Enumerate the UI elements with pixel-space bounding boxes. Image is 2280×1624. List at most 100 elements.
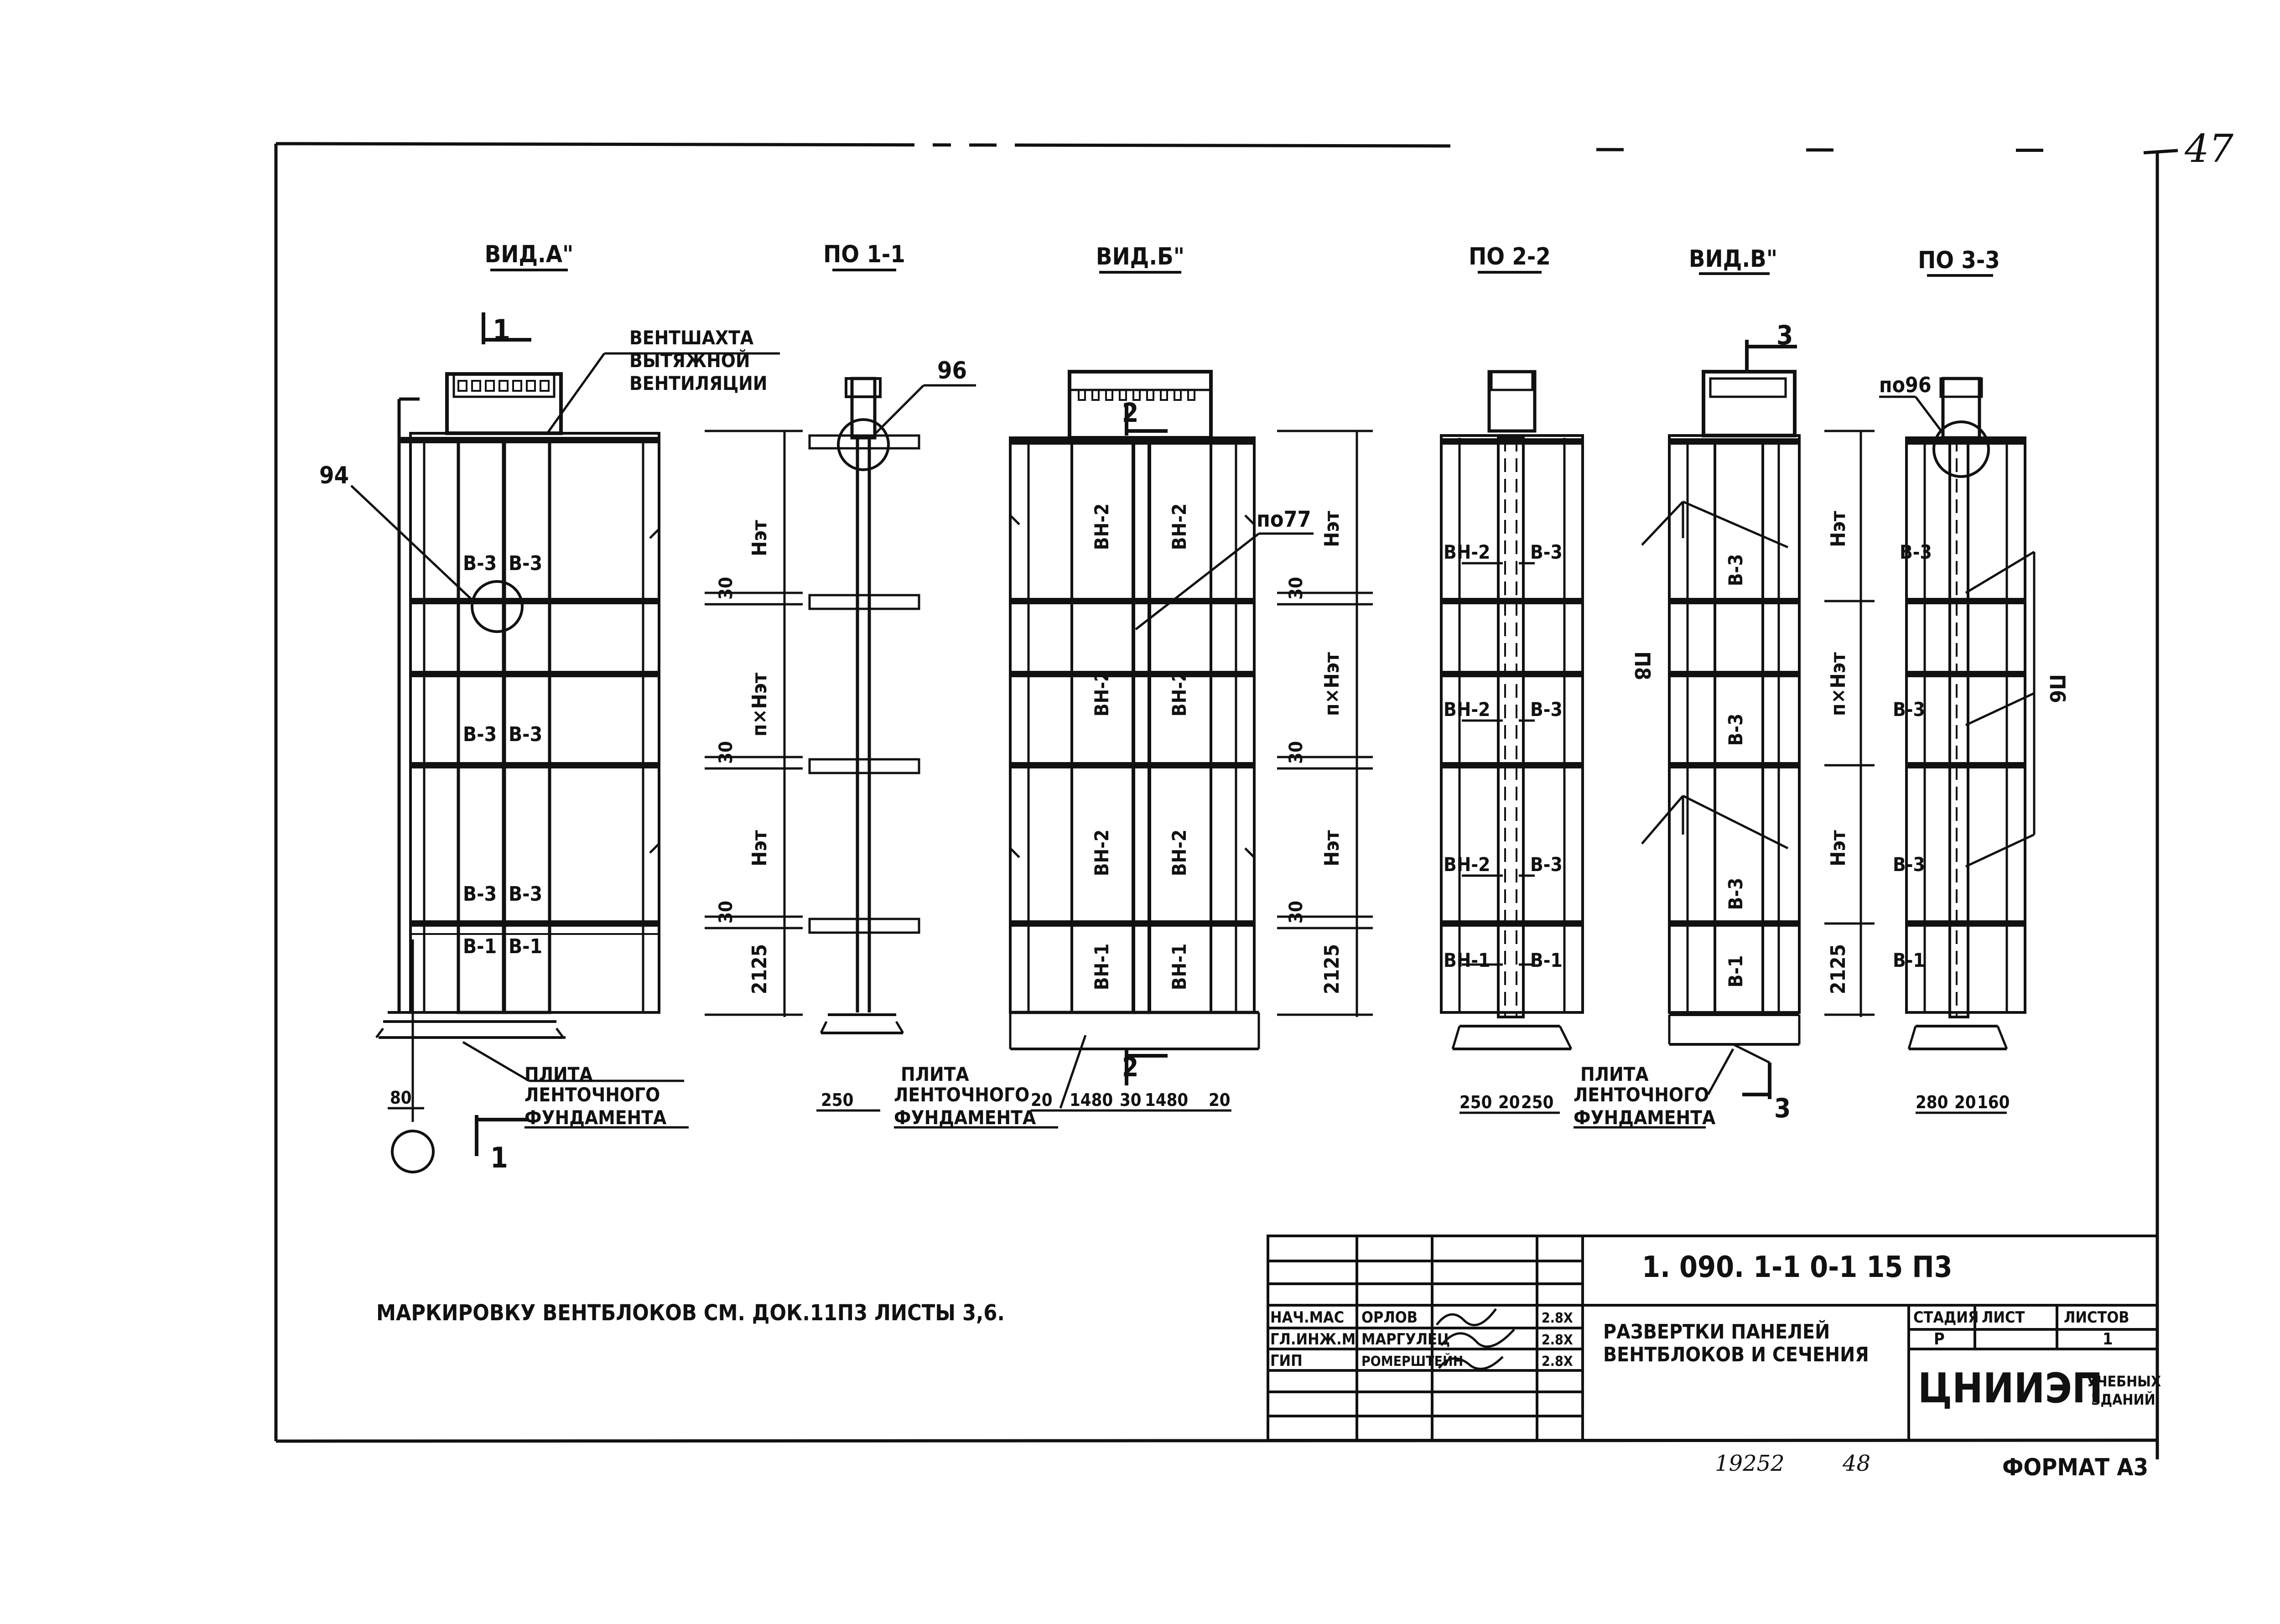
label-p6: П6 [2045, 674, 2070, 703]
label-shaft-2: ВЫТЯЖНОЙ [629, 349, 750, 372]
section-2-2 [1440, 370, 1584, 1114]
va-label-6: В-3 [509, 882, 542, 906]
label-foundation-c-3: ФУНДАМЕНТА [1574, 1106, 1716, 1129]
vb-label-2: ВН-2 [1168, 503, 1190, 550]
sheet-title-1: РАЗВЕРТКИ ПАНЕЛЕЙ [1603, 1319, 1830, 1344]
footer-format: ФОРМАТ А3 [2002, 1454, 2148, 1481]
s2-label-5: ВН-2 [1444, 853, 1490, 876]
section-mark-2: 2 [1122, 397, 1138, 428]
label-foundation-b-2: ЛЕНТОЧНОГО [894, 1084, 1029, 1106]
view-v: 3 3 Нэт п×Нэт [1641, 320, 1875, 1124]
title-view-a: ВИД.А" [485, 241, 574, 268]
va-label-3: В-3 [463, 723, 497, 746]
dim-250-1: 250 [821, 1090, 853, 1110]
section-mark-2-bottom: 2 [1122, 1052, 1138, 1083]
vv-label-2: В-3 [1724, 714, 1747, 746]
s3-label-3: В-3 [1893, 853, 1925, 876]
dim-30-1: 30 [716, 577, 737, 600]
date-3: 2.8Х [1542, 1354, 1573, 1370]
vb-label-5: ВН-2 [1091, 830, 1113, 876]
section-1-1: Нэт п×Нэт Нэт 2125 30 30 30 96 250 [705, 357, 976, 1112]
dim-s2-2: 20 [1498, 1092, 1520, 1112]
va-label-1: В-3 [463, 552, 497, 575]
vb-label-3: ВН-2 [1091, 670, 1113, 716]
dim-h-5: Нэт [1827, 511, 1850, 547]
name-3: РОМЕРШТЕЙН [1361, 1353, 1463, 1370]
section-3-3: по96 [1879, 373, 2036, 1114]
page-number: 47 [2184, 126, 2233, 171]
view-b-labels: ВН-2 ВН-2 ВН-2 ВН-2 ВН-2 ВН-2 ВН-1 ВН-1 [1091, 503, 1190, 990]
section-3-labels: В-3 В-3 В-3 В-1 [1893, 541, 1932, 971]
vv-label-1: В-3 [1724, 554, 1747, 586]
date-2: 2.8Х [1542, 1332, 1573, 1348]
label-foundation-c-1: ПЛИТА [1580, 1063, 1649, 1085]
frame-top [275, 142, 1451, 148]
dim-30-6: 30 [1286, 901, 1307, 924]
doc-code: 1. 090. 1-1 0-1 15 П3 [1642, 1250, 1953, 1284]
s2-label-7: ВН-1 [1444, 949, 1490, 971]
callout-96: 96 [937, 357, 967, 384]
role-2: ГЛ.ИНЖ.М [1270, 1330, 1356, 1349]
dim-2125-1: 2125 [748, 944, 771, 994]
section-mark-1: 1 [493, 313, 510, 347]
s2-label-4: В-3 [1530, 698, 1563, 721]
role-1: НАЧ.МАС [1270, 1308, 1344, 1327]
frame-corner [2143, 149, 2178, 155]
view-a: 1 ВЕНТШАХТА ВЫТЯЖНОЙ ВЕНТИЛЯЦИИ [319, 312, 780, 1174]
org-sub-1: УЧЕБНЫХ [2087, 1373, 2161, 1390]
s2-label-1: ВН-2 [1444, 541, 1490, 563]
title-block [1267, 1235, 2159, 1442]
vb-label-1: ВН-2 [1091, 503, 1113, 550]
org-name: ЦНИИЭП [1918, 1365, 2103, 1412]
sheet-title-2: ВЕНТБЛОКОВ И СЕЧЕНИЯ [1603, 1343, 1869, 1366]
va-label-2: В-3 [509, 552, 542, 575]
label-foundation-a-2: ЛЕНТОЧНОГО [525, 1084, 660, 1106]
vb-label-4: ВН-2 [1168, 670, 1190, 716]
dim-30-4: 30 [1286, 577, 1307, 600]
title-section-2: ПО 2-2 [1469, 243, 1551, 270]
dim-h-4: Нэт [1320, 830, 1344, 866]
footer-num: 48 [1842, 1451, 1870, 1476]
label-shaft-1: ВЕНТШАХТА [629, 327, 754, 349]
org-sub-2: ЗДАНИЙ [2091, 1391, 2155, 1408]
stage-header: СТАДИЯ [1913, 1308, 1979, 1327]
dim-30-5: 30 [1286, 741, 1307, 764]
dim-s2-3: 250 [1521, 1092, 1553, 1112]
dim-h-1: Нэт [748, 520, 771, 556]
section-2-labels: ВН-2 В-3 ВН-2 В-3 ВН-2 В-3 ВН-1 В-1 [1444, 541, 1563, 971]
dim-nh-3: п×Нэт [1827, 652, 1850, 716]
s3-label-4: В-1 [1893, 949, 1925, 971]
dim-80: 80 [390, 1088, 412, 1108]
vb-label-8: ВН-1 [1168, 944, 1190, 990]
s2-label-2: В-3 [1530, 541, 1563, 563]
dim-2125-2: 2125 [1320, 944, 1344, 994]
s2-label-6: В-3 [1530, 853, 1563, 876]
dim-b-4: 1480 [1145, 1090, 1188, 1110]
s2-label-3: ВН-2 [1444, 698, 1490, 721]
view-b: 2 по77 2 Нэт п [1009, 370, 1373, 1085]
dim-2125-3: 2125 [1827, 944, 1850, 994]
va-label-7: В-1 [463, 935, 497, 958]
label-p8: П8 [1630, 651, 1655, 680]
va-label-8: В-1 [509, 935, 542, 958]
title-section-1: ПО 1-1 [823, 241, 905, 268]
view-a-labels: В-3 В-3 В-3 В-3 В-3 В-3 В-1 В-1 [463, 552, 542, 958]
callout-94: 94 [319, 462, 349, 489]
section-mark-1-bottom: 1 [490, 1141, 508, 1174]
dim-s3-2: 20 [1954, 1092, 1976, 1112]
dim-h-3: Нэт [1320, 511, 1344, 547]
role-3: ГИП [1270, 1352, 1303, 1370]
label-foundation-b-3: ФУНДАМЕНТА [894, 1106, 1036, 1129]
section-mark-3-bottom: 3 [1774, 1093, 1791, 1124]
s3-label-1: В-3 [1900, 541, 1932, 563]
dim-30-3: 30 [716, 901, 737, 924]
sheets-header: ЛИСТОВ [2064, 1308, 2129, 1327]
va-label-5: В-3 [463, 882, 497, 906]
sheet-header: ЛИСТ [1982, 1308, 2025, 1327]
name-2: МАРГУЛЕЦ [1361, 1330, 1450, 1349]
callout-po96: по96 [1879, 373, 1932, 397]
s3-label-2: В-3 [1893, 698, 1925, 721]
dim-b-5: 20 [1209, 1090, 1231, 1110]
dim-h-2: Нэт [748, 830, 771, 866]
vv-label-3: В-3 [1724, 878, 1747, 910]
